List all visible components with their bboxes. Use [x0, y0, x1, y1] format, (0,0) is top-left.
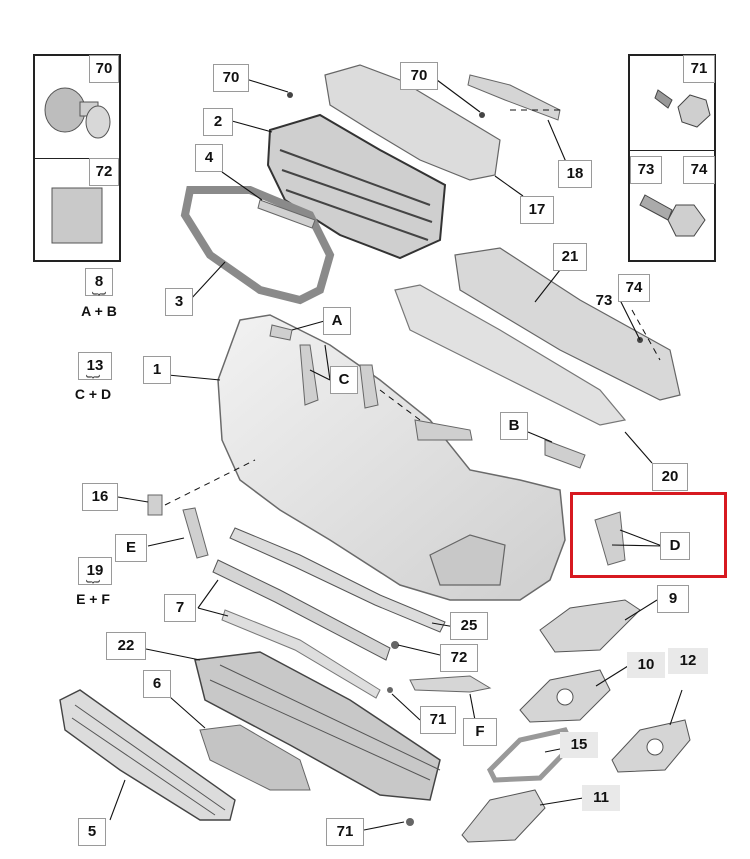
group-19-brace: ︸	[86, 579, 100, 595]
bezel-11-shape	[461, 789, 546, 843]
callout-F: F	[463, 718, 497, 746]
inset-label-73: 73	[630, 156, 662, 184]
callout-22: 22	[106, 632, 146, 660]
callout-10: 10	[627, 652, 665, 678]
callout-15: 15	[560, 732, 598, 758]
upper-grille-shape	[266, 113, 447, 260]
callout-2: 2	[203, 108, 233, 136]
callout-21: 21	[553, 243, 587, 271]
inset-divider-right	[628, 150, 716, 152]
bezel-9-shape	[539, 599, 641, 653]
highlight-box-D	[570, 492, 727, 578]
group-13-brace: ︸	[86, 374, 100, 390]
callout-17: 17	[520, 196, 554, 224]
callout-11: 11	[582, 785, 620, 811]
group-19-number: 19	[78, 557, 112, 585]
callout-7: 7	[164, 594, 196, 622]
group-13-number: 13	[78, 352, 112, 380]
callout-A: A	[323, 307, 351, 335]
inset-label-74: 74	[683, 156, 715, 184]
lower-strip-25-shape	[229, 527, 446, 633]
group-19-combo: E + F	[76, 591, 110, 607]
callout-74-beam: 74	[618, 274, 650, 302]
upper-support-shape	[324, 64, 501, 181]
inset-divider-left	[33, 158, 121, 160]
inset-label-70: 70	[89, 55, 119, 83]
callout-71-bottom: 71	[326, 818, 364, 846]
callout-70-support: 70	[400, 62, 438, 90]
callout-5: 5	[78, 818, 106, 846]
callout-12: 12	[668, 648, 708, 674]
inset-label-72: 72	[89, 158, 119, 186]
callout-D: D	[660, 532, 690, 560]
callout-3: 3	[165, 288, 193, 316]
grille-surround-shape	[180, 186, 335, 305]
callout-20: 20	[652, 463, 688, 491]
bumper-foglight-hole	[429, 534, 506, 586]
callout-71: 71	[420, 706, 456, 734]
callout-9: 9	[657, 585, 689, 613]
lower-grille-shape	[194, 651, 441, 801]
side-grille-shape	[59, 689, 236, 821]
callout-73-beam: 73	[595, 292, 613, 309]
callout-4: 4	[195, 144, 223, 172]
callout-C: C	[330, 366, 358, 394]
callout-B: B	[500, 412, 528, 440]
callout-72: 72	[440, 644, 478, 672]
callout-6: 6	[143, 670, 171, 698]
inset-label-71: 71	[683, 55, 715, 83]
callout-1: 1	[143, 356, 171, 384]
group-8-combo: A + B	[81, 303, 117, 319]
group-13-combo: C + D	[74, 386, 112, 402]
callout-E: E	[115, 534, 147, 562]
group-8-number: 8	[85, 268, 113, 296]
callout-70-top: 70	[213, 64, 249, 92]
callout-25: 25	[450, 612, 488, 640]
reinforcement-beam-shape	[454, 247, 681, 401]
callout-18: 18	[558, 160, 592, 188]
absorber-shape	[394, 284, 627, 426]
group-8-brace: ︸	[92, 291, 106, 307]
callout-16: 16	[82, 483, 118, 511]
inset-box-right	[628, 54, 716, 262]
leader-lines	[109, 78, 683, 831]
